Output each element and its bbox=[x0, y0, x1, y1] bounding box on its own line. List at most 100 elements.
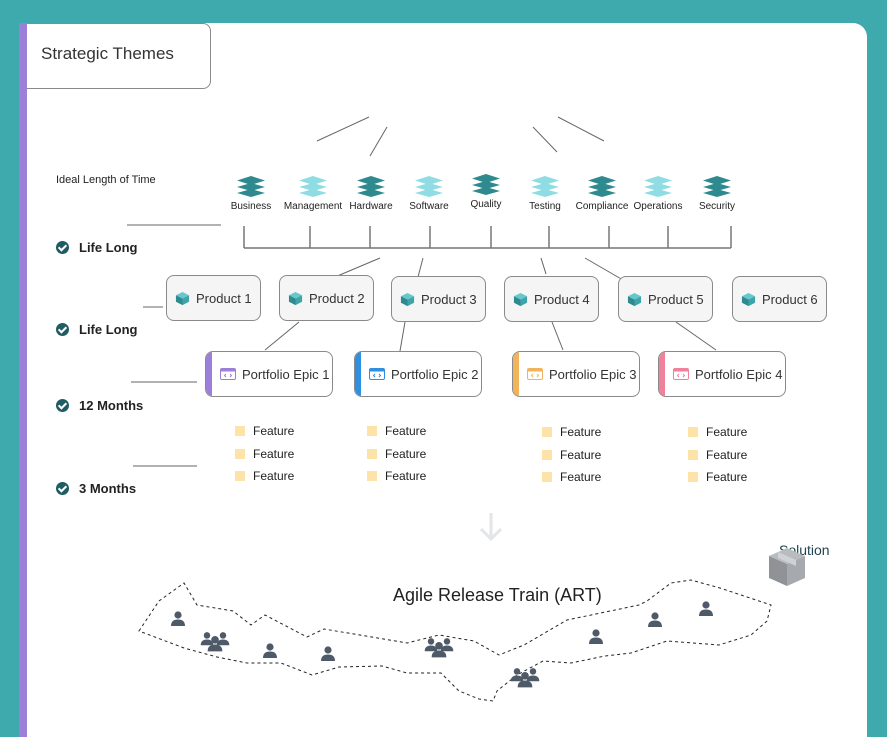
product-label: Product 1 bbox=[196, 290, 252, 306]
feature-square-icon bbox=[542, 472, 552, 482]
person-icon bbox=[321, 646, 335, 661]
theme-label: Hardware bbox=[349, 201, 393, 212]
epic-label: Portfolio Epic 3 bbox=[549, 366, 637, 382]
feature-label: Feature bbox=[385, 469, 427, 483]
theme-testing: Testing bbox=[505, 175, 585, 212]
epic-label: Portfolio Epic 4 bbox=[695, 366, 783, 382]
cube-icon bbox=[288, 291, 303, 305]
art-title: Agile Release Train (ART) bbox=[393, 585, 602, 605]
feature-label: Feature bbox=[253, 469, 295, 483]
connector-line bbox=[557, 116, 605, 142]
feature-square-icon bbox=[688, 427, 698, 437]
product-box-5: Product 5 bbox=[618, 276, 713, 322]
feature-item: Feature bbox=[542, 448, 601, 462]
epic-accent-stripe bbox=[513, 352, 519, 396]
feature-label: Feature bbox=[385, 446, 427, 461]
theme-operations: Operations bbox=[618, 175, 698, 212]
epic-accent-stripe bbox=[659, 352, 665, 396]
product-label: Product 2 bbox=[309, 290, 365, 306]
connector-line bbox=[316, 116, 370, 142]
epic-label: Portfolio Epic 2 bbox=[391, 366, 479, 382]
feature-label: Feature bbox=[253, 446, 295, 461]
check-icon bbox=[56, 323, 69, 336]
feature-item: Feature bbox=[235, 424, 294, 438]
person-icon bbox=[699, 601, 713, 616]
theme-label: Operations bbox=[633, 201, 683, 212]
portfolio-epic-box-1: Portfolio Epic 1 bbox=[205, 351, 333, 397]
theme-management: Management bbox=[273, 175, 353, 212]
feature-item: Feature bbox=[688, 425, 747, 439]
theme-quality: Quality bbox=[446, 173, 526, 210]
feature-item: Feature bbox=[235, 469, 294, 483]
product-label: Product 4 bbox=[534, 291, 590, 307]
group-icon-right bbox=[216, 632, 230, 646]
strategic-accent-bar bbox=[19, 23, 27, 737]
browser-code-icon bbox=[369, 368, 385, 380]
theme-label: Management bbox=[283, 201, 343, 212]
row-label-life-long-1: Life Long bbox=[56, 240, 138, 255]
feature-item: Feature bbox=[542, 470, 601, 484]
diagram-card: Strategic Themes Ideal Length of Time Bu… bbox=[19, 23, 867, 737]
feature-label: Feature bbox=[706, 447, 748, 462]
layers-icon bbox=[644, 176, 672, 197]
theme-security: Security bbox=[677, 175, 757, 212]
layers-icon bbox=[415, 176, 443, 197]
layers-icon bbox=[531, 176, 559, 197]
feature-square-icon bbox=[542, 449, 552, 460]
browser-code-icon bbox=[673, 368, 689, 380]
strategic-themes-box: Strategic Themes bbox=[19, 23, 211, 737]
feature-item: Feature bbox=[235, 447, 294, 461]
feature-item: Feature bbox=[542, 425, 601, 439]
feature-label: Feature bbox=[706, 425, 748, 439]
person-icon bbox=[171, 611, 185, 626]
cube-icon bbox=[400, 292, 415, 306]
feature-label: Feature bbox=[560, 470, 602, 484]
person-icon bbox=[589, 629, 603, 644]
theme-label: Security bbox=[698, 201, 736, 212]
product-label: Product 6 bbox=[762, 291, 818, 307]
product-box-2: Product 2 bbox=[279, 275, 374, 321]
layers-icon bbox=[237, 176, 265, 197]
feature-square-icon bbox=[367, 448, 377, 459]
group-icon-left bbox=[200, 632, 214, 646]
feature-square-icon bbox=[235, 471, 245, 481]
theme-label: Business bbox=[230, 201, 272, 212]
solution-box-icon bbox=[769, 548, 805, 586]
down-arrow-head bbox=[479, 527, 503, 542]
connector-line bbox=[264, 321, 300, 351]
feature-square-icon bbox=[367, 471, 377, 481]
browser-code-icon bbox=[220, 368, 236, 380]
connector-line bbox=[675, 321, 717, 351]
feature-item: Feature bbox=[367, 469, 426, 483]
row-label-12-months: 12 Months bbox=[56, 398, 143, 413]
strategic-themes-label: Strategic Themes bbox=[41, 44, 174, 63]
connector-line bbox=[369, 126, 388, 157]
check-icon bbox=[56, 399, 69, 412]
layers-icon bbox=[472, 174, 500, 195]
feature-label: Feature bbox=[560, 425, 602, 439]
product-box-1: Product 1 bbox=[166, 275, 261, 321]
product-box-3: Product 3 bbox=[391, 276, 486, 322]
theme-label: Quality bbox=[470, 199, 502, 210]
row-label-3-months: 3 Months bbox=[56, 481, 136, 496]
person-icon bbox=[648, 612, 662, 627]
theme-compliance: Compliance bbox=[562, 175, 642, 212]
epic-label: Portfolio Epic 1 bbox=[242, 366, 330, 382]
cube-icon bbox=[627, 292, 642, 306]
cube-icon bbox=[513, 292, 528, 306]
connector-line bbox=[540, 257, 547, 275]
ideal-length-label: Ideal Length of Time bbox=[56, 174, 156, 186]
connector-line bbox=[532, 126, 558, 153]
theme-business: Business bbox=[211, 175, 291, 212]
product-box-4: Product 4 bbox=[504, 276, 599, 322]
layers-icon bbox=[703, 176, 731, 197]
feature-square-icon bbox=[367, 426, 377, 436]
product-box-6: Product 6 bbox=[732, 276, 827, 322]
group-icon-left bbox=[424, 638, 438, 652]
theme-label: Software bbox=[409, 201, 449, 212]
portfolio-epic-box-4: Portfolio Epic 4 bbox=[658, 351, 786, 397]
connector-line bbox=[584, 257, 624, 281]
group-icon-left bbox=[510, 668, 524, 682]
connector-line bbox=[334, 257, 381, 278]
group-icon-center bbox=[517, 672, 533, 688]
